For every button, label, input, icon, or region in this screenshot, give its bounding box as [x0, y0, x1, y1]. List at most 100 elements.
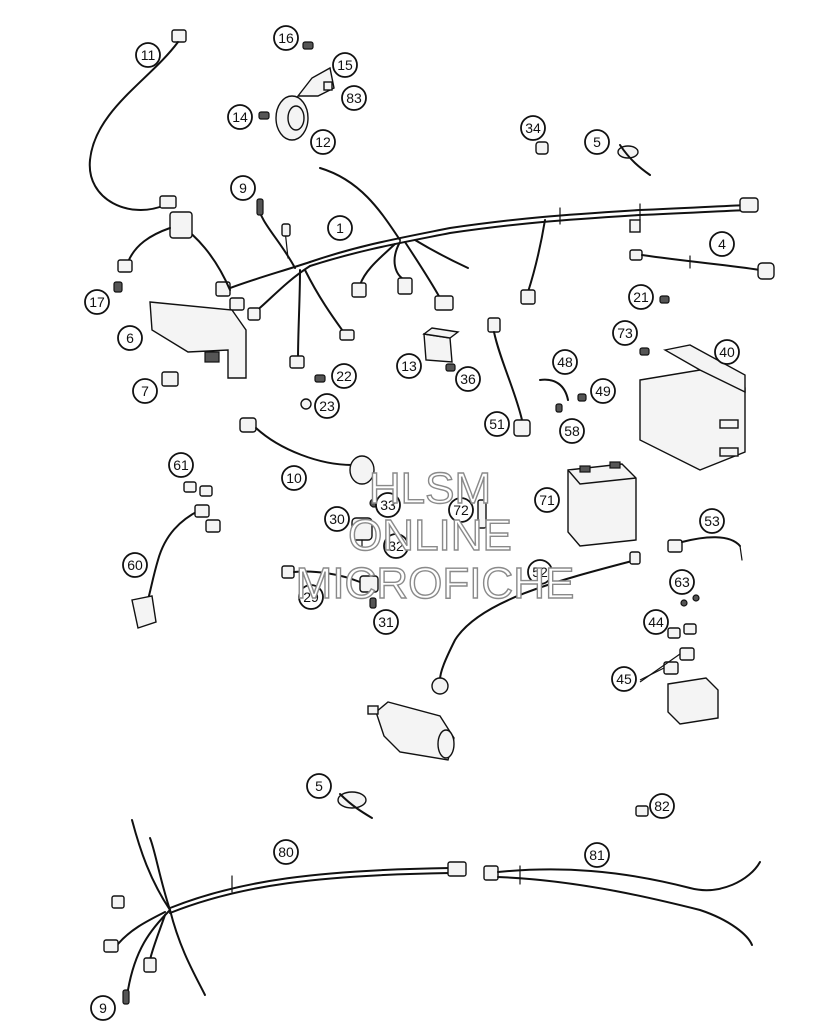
callout-number: 15	[337, 57, 353, 73]
callout-number: 23	[319, 398, 335, 414]
part-49-screw	[577, 393, 587, 402]
callout-number: 13	[401, 358, 417, 374]
callout-number: 36	[460, 371, 476, 387]
callout-circle	[327, 215, 353, 241]
callout-c-9b: 9	[90, 995, 116, 1021]
callout-circle	[611, 666, 637, 692]
callout-number: 82	[654, 798, 670, 814]
callout-c-11: 11	[135, 42, 161, 68]
callout-number: 9	[239, 180, 247, 196]
callout-c-48: 48	[552, 349, 578, 375]
callout-circle	[132, 378, 158, 404]
callout-c-53: 53	[699, 508, 725, 534]
callout-circle	[168, 452, 194, 478]
part-60-cable	[131, 504, 221, 629]
part-10-cable	[239, 417, 375, 485]
callout-number: 53	[704, 513, 720, 529]
callout-c-13: 13	[396, 353, 422, 379]
callout-circle	[227, 104, 253, 130]
part-4-cable	[629, 249, 775, 280]
callout-circle	[649, 793, 675, 819]
watermark-line-2: ONLINE	[348, 511, 512, 560]
callout-c-32: 32	[383, 533, 409, 559]
callout-circle	[396, 353, 422, 379]
callout-circle	[306, 773, 332, 799]
callout-circle	[135, 42, 161, 68]
callout-number: 32	[388, 538, 404, 554]
callout-number: 40	[719, 344, 735, 360]
callout-circle	[669, 569, 695, 595]
part-71-battery	[567, 461, 637, 547]
part-21-screw	[659, 295, 670, 304]
part-11-cable	[88, 29, 187, 211]
callout-number: 21	[633, 289, 649, 305]
callout-circle	[484, 411, 510, 437]
part-6-bracket	[149, 301, 247, 379]
part-9-pin	[256, 198, 264, 216]
part-34-clip	[535, 141, 549, 155]
callout-c-15: 15	[332, 52, 358, 78]
part-1-main-harness	[117, 167, 759, 369]
callout-c-61: 61	[168, 452, 194, 478]
callout-c-5b: 5	[306, 773, 332, 799]
callout-c-29: 29	[298, 584, 324, 610]
callout-number: 80	[278, 844, 294, 860]
callout-c-44: 44	[643, 609, 669, 635]
callout-number: 11	[141, 47, 156, 63]
callout-circle	[714, 339, 740, 365]
callout-circle	[332, 52, 358, 78]
callout-circle	[298, 584, 324, 610]
callout-number: 44	[648, 614, 664, 630]
callout-c-63: 63	[669, 569, 695, 595]
callout-circle	[643, 609, 669, 635]
part-30-relay	[351, 517, 373, 549]
callout-circle	[84, 289, 110, 315]
callout-circle	[584, 129, 610, 155]
callout-c-7: 7	[132, 378, 158, 404]
part-45-starter-relay	[639, 647, 719, 725]
callout-number: 33	[380, 497, 396, 513]
part-13-regulator	[422, 327, 460, 363]
callout-circle	[375, 492, 401, 518]
part-72-fuse	[477, 499, 487, 529]
watermark-line-1: HLSM	[369, 464, 491, 513]
part-22-screw	[314, 374, 326, 383]
part-36-screw	[445, 363, 456, 372]
callout-circle	[584, 842, 610, 868]
part-5-cable-tie	[617, 144, 651, 176]
callout-number: 61	[173, 457, 189, 473]
part-63-screws	[680, 594, 700, 607]
callout-circle	[383, 533, 409, 559]
callout-circle	[341, 85, 367, 111]
callout-c-10: 10	[281, 465, 307, 491]
callout-c-17: 17	[84, 289, 110, 315]
callout-number: 63	[674, 574, 690, 590]
callout-circle	[559, 418, 585, 444]
callout-c-34: 34	[520, 115, 546, 141]
callout-c-16: 16	[273, 25, 299, 51]
watermark: HLSM ONLINE MICROFICHE	[295, 463, 575, 608]
callout-number: 49	[595, 383, 611, 399]
callout-c-5a: 5	[584, 129, 610, 155]
callout-c-45: 45	[611, 666, 637, 692]
callout-number: 45	[616, 671, 632, 687]
callout-circle	[230, 175, 256, 201]
callout-c-33: 33	[375, 492, 401, 518]
part-17-connector	[113, 281, 123, 293]
callout-c-72: 72	[448, 497, 474, 523]
callout-number: 51	[489, 416, 505, 432]
part-53-cable	[667, 536, 743, 561]
callout-number: 1	[336, 220, 344, 236]
part-52-cable	[431, 551, 641, 695]
part-23-washer	[300, 398, 312, 410]
part-81-harness	[483, 861, 761, 946]
part-31-screw	[369, 597, 377, 609]
callout-c-83: 83	[341, 85, 367, 111]
callout-number: 9	[99, 1000, 107, 1016]
callout-number: 12	[315, 134, 331, 150]
part-29-cable	[281, 565, 379, 593]
callout-c-30: 30	[324, 506, 350, 532]
callout-number: 7	[141, 383, 149, 399]
